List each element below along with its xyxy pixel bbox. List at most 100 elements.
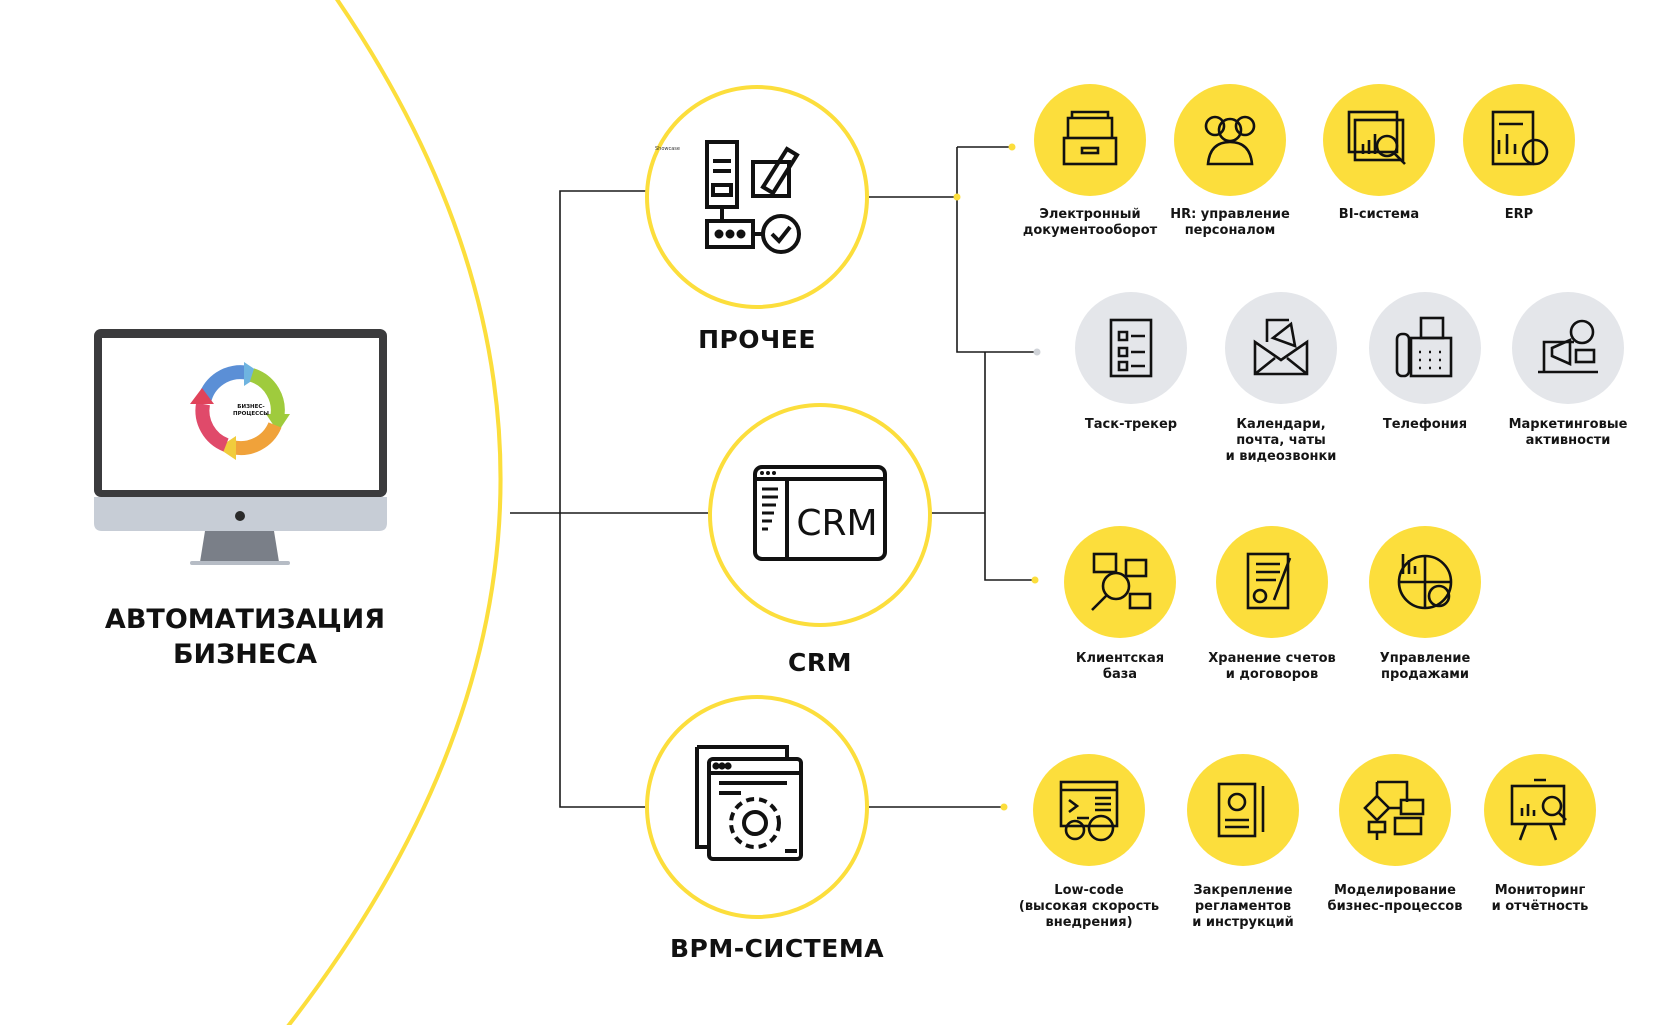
sales-pie-icon xyxy=(1397,554,1453,610)
feature-label-line: регламентов xyxy=(1194,899,1292,914)
feature-label-line: почта, чаты xyxy=(1236,433,1326,448)
feature-label-line: персоналом xyxy=(1184,223,1276,238)
monitor-screen-text: БИЗНЕС- ПРОЦЕССЫ xyxy=(226,404,276,418)
fax-phone-icon xyxy=(1395,316,1453,378)
hub-circle-crm[interactable] xyxy=(708,403,932,627)
gray-feature-circle xyxy=(1512,292,1624,404)
monitor-illustration xyxy=(94,329,387,565)
gear-windows-icon xyxy=(695,745,803,861)
feature-node[interactable] xyxy=(1033,754,1145,866)
hub-label-other: ПРОЧЕЕ xyxy=(698,325,816,354)
feature-node[interactable] xyxy=(1174,84,1286,196)
client-search-icon xyxy=(1091,552,1152,611)
feature-label-line: бизнес-процессов xyxy=(1327,899,1463,914)
feature-label-line: HR: управление xyxy=(1170,207,1290,222)
cycle-arrows-icon xyxy=(190,362,290,460)
feature-label-line: Электронный xyxy=(1039,207,1141,222)
hub-label-crm: CRM xyxy=(788,648,852,677)
screen-line: БИЗНЕС- xyxy=(237,404,265,410)
feature-node[interactable] xyxy=(1323,84,1435,196)
hub-circle-bpm[interactable] xyxy=(645,695,869,919)
feature-label-line: Мониторинг xyxy=(1494,883,1586,898)
feature-node[interactable] xyxy=(1216,526,1328,638)
feature-label-line: и договоров xyxy=(1225,667,1319,682)
people-group-icon xyxy=(1204,115,1256,166)
feature-label-line: и инструкций xyxy=(1192,915,1294,930)
gray-feature-circle xyxy=(1369,292,1481,404)
feature-label-line: BI-система xyxy=(1338,207,1420,222)
feature-label-line: Управление xyxy=(1379,651,1471,666)
feature-label-line: Таск-трекер xyxy=(1084,417,1178,432)
feature-label: Телефония xyxy=(1350,417,1500,433)
boundary-arc xyxy=(286,0,503,1025)
marketing-laptop-icon xyxy=(1538,319,1598,374)
regulation-doc-icon xyxy=(1217,782,1265,838)
feature-label: BI-система xyxy=(1304,207,1454,223)
yellow-feature-circle xyxy=(1064,526,1176,638)
flowchart-icon xyxy=(1363,780,1425,840)
feature-node[interactable] xyxy=(1463,84,1575,196)
feature-node[interactable] xyxy=(1369,526,1481,638)
feature-node[interactable] xyxy=(1075,292,1187,404)
feature-label-line: Low-code xyxy=(1054,883,1124,898)
feature-node[interactable] xyxy=(1225,292,1337,404)
presentation-analytics-icon xyxy=(1510,778,1567,841)
feature-label-line: продажами xyxy=(1381,667,1469,682)
yellow-feature-circle xyxy=(1339,754,1451,866)
screen-line: ПРОЦЕССЫ xyxy=(233,411,269,417)
feature-label: ERP xyxy=(1444,207,1594,223)
contract-pen-icon xyxy=(1246,552,1292,610)
envelope-megaphone-icon xyxy=(1253,318,1309,376)
feature-label-line: документооборот xyxy=(1022,223,1158,238)
feature-node[interactable] xyxy=(1034,84,1146,196)
document-workflow-icon xyxy=(705,140,801,254)
yellow-feature-circle xyxy=(1216,526,1328,638)
connectors xyxy=(510,146,1035,808)
feature-label-line: Календари, xyxy=(1236,417,1326,432)
feature-node[interactable] xyxy=(1187,754,1299,866)
yellow-feature-circle xyxy=(1484,754,1596,866)
main-title-line: БИЗНЕСА xyxy=(172,639,318,670)
feature-label-line: активности xyxy=(1525,433,1611,448)
feature-node[interactable] xyxy=(1369,292,1481,404)
yellow-feature-circle xyxy=(1034,84,1146,196)
feature-node[interactable] xyxy=(1339,754,1451,866)
feature-label-line: и отчётность xyxy=(1491,899,1589,914)
feature-label-line: внедрения) xyxy=(1045,915,1133,930)
feature-label-line: Моделирование xyxy=(1334,883,1456,898)
feature-node[interactable] xyxy=(1512,292,1624,404)
feature-label-line: Клиентская xyxy=(1075,651,1165,666)
report-chart-icon xyxy=(1491,110,1549,166)
yellow-feature-circle xyxy=(1033,754,1145,866)
feature-label-line: Телефония xyxy=(1382,417,1468,432)
watermark-text: Showcase xyxy=(655,146,680,152)
feature-label-line: и видеозвонки xyxy=(1225,449,1337,464)
feature-label-line: ERP xyxy=(1504,207,1534,222)
main-title: АВТОМАТИЗАЦИЯ БИЗНЕСА xyxy=(70,602,420,672)
feature-label-line: (высокая скорость xyxy=(1018,899,1160,914)
feature-label-line: база xyxy=(1102,667,1138,682)
feature-node[interactable] xyxy=(1484,754,1596,866)
feature-label-line: Хранение счетов xyxy=(1208,651,1336,666)
main-title-line: АВТОМАТИЗАЦИЯ xyxy=(104,604,386,635)
hub-label-bpm: BPM-СИСТЕМА xyxy=(669,934,885,963)
crm-window-icon: CRM xyxy=(753,465,887,561)
feature-label: Таск-трекер xyxy=(1056,417,1206,433)
analytics-magnifier-icon xyxy=(1347,110,1406,165)
code-gears-icon xyxy=(1059,780,1119,842)
feature-label-line: Закрепление xyxy=(1193,883,1293,898)
feature-node[interactable] xyxy=(1064,526,1176,638)
yellow-feature-circle xyxy=(1187,754,1299,866)
crm-icon-text: CRM xyxy=(796,503,877,544)
